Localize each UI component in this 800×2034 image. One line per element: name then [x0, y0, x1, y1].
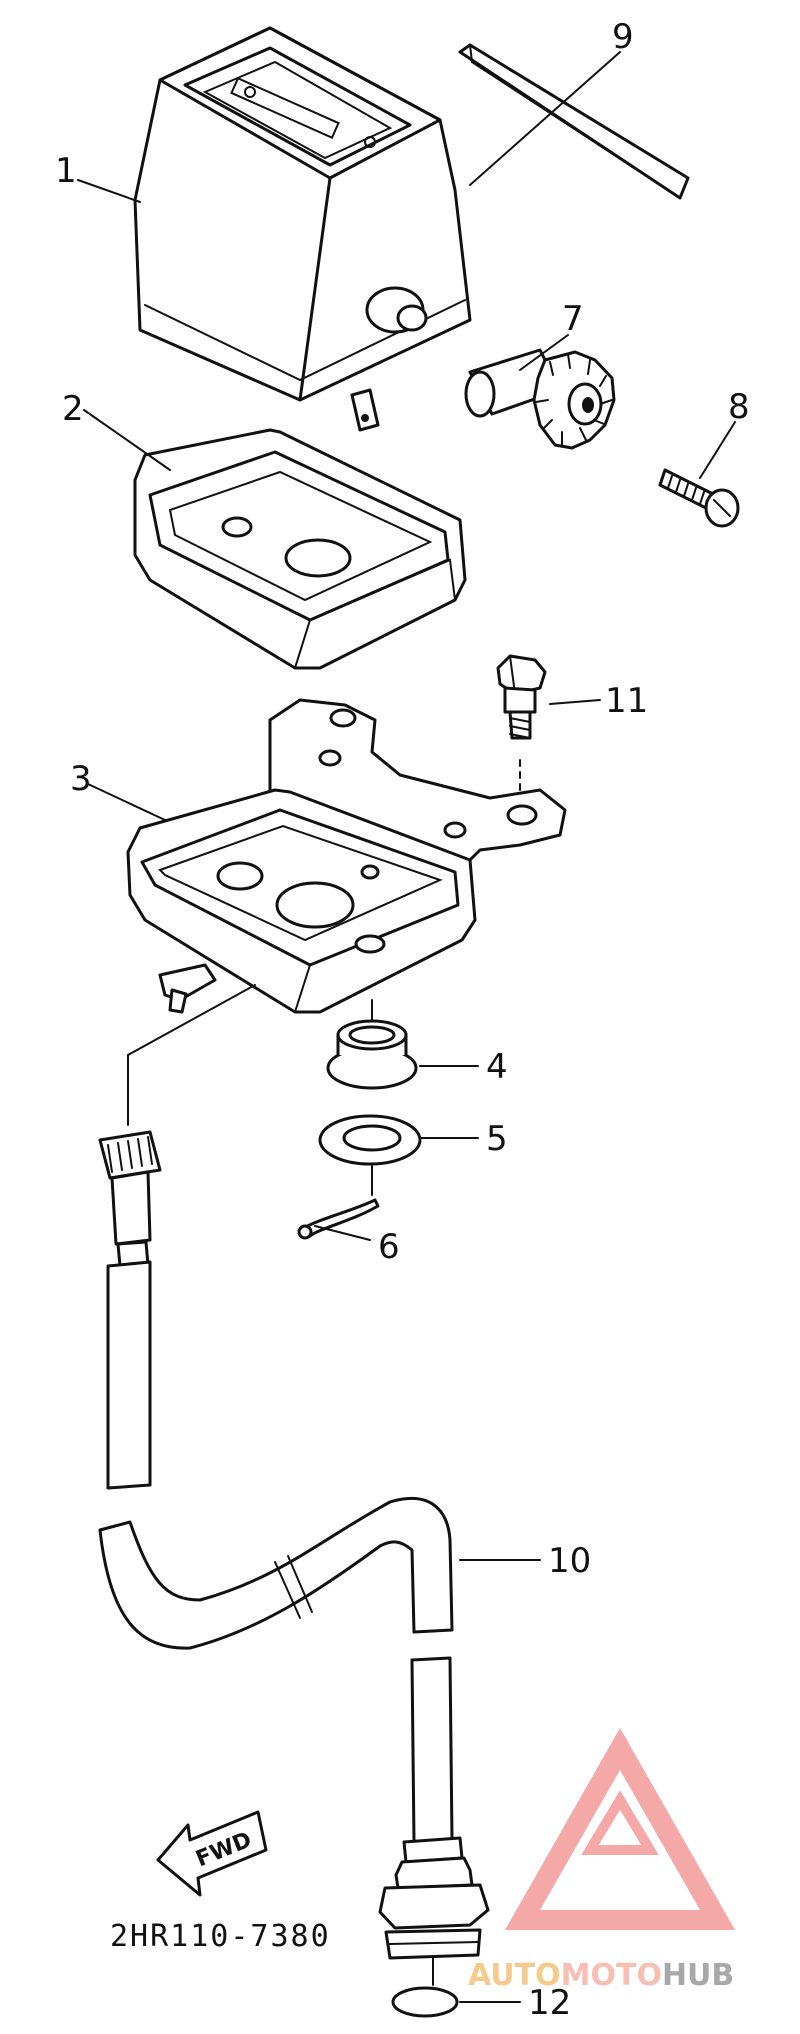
watermark-hub: HUB [662, 1958, 734, 1993]
bolt [496, 654, 547, 791]
callout-5: 5 [486, 1119, 508, 1159]
callout-11: 11 [605, 681, 648, 721]
drive-gear [464, 348, 616, 450]
grommet [326, 999, 418, 1090]
callout-1: 1 [55, 151, 77, 191]
fwd-arrow: FWD [156, 1810, 268, 1897]
drawing-code: 2HR110-7380 [110, 1919, 331, 1954]
bracket-holder [126, 698, 567, 1014]
clip [297, 1198, 380, 1240]
callout-12: 12 [528, 1983, 571, 2023]
callout-2: 2 [62, 389, 84, 429]
gasket-base [133, 428, 467, 670]
svg-text:AUTOMOTOHUB: AUTOMOTOHUB [468, 1958, 734, 1993]
watermark-triangle-logo [505, 1728, 735, 1930]
watermark-moto: MOTO [561, 1958, 662, 1993]
meter-cable [98, 984, 490, 1986]
o-ring [391, 1986, 459, 2018]
callout-3: 3 [70, 759, 92, 799]
callout-9: 9 [612, 17, 634, 57]
callout-7: 7 [562, 299, 584, 339]
meter-housing [133, 26, 472, 432]
callout-numbers: 1 9 7 8 2 11 3 4 5 6 10 12 [55, 17, 750, 2023]
screw [658, 468, 740, 528]
automotohub-watermark: AUTOMOTOHUB [468, 1728, 735, 1993]
callout-6: 6 [378, 1227, 400, 1267]
callout-10: 10 [548, 1541, 591, 1581]
leader-lines [77, 51, 736, 2003]
strip-part [458, 43, 690, 200]
washer [318, 1114, 422, 1196]
callout-4: 4 [486, 1047, 508, 1087]
watermark-auto: AUTO [468, 1958, 561, 1993]
callout-8: 8 [728, 387, 750, 427]
